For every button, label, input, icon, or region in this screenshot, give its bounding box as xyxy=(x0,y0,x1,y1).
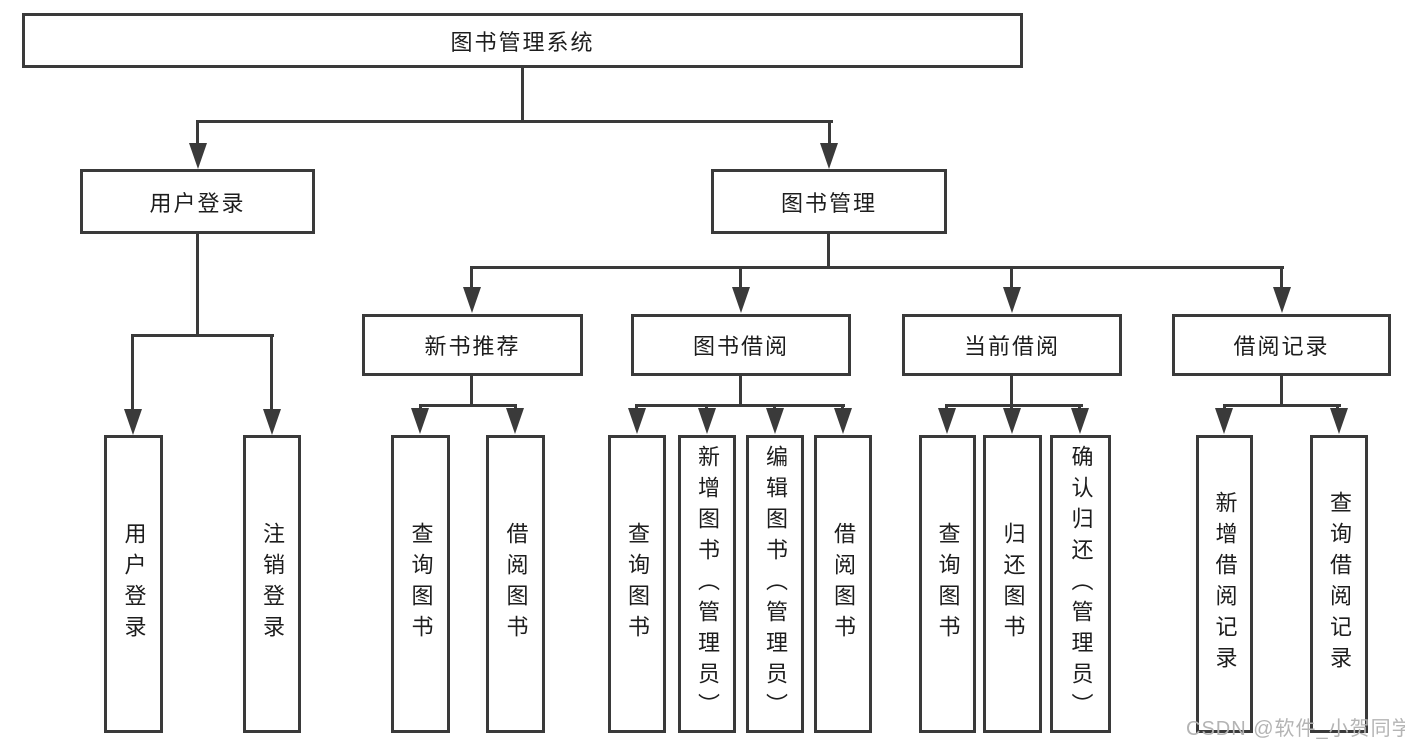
leaf-label: 用户登录 xyxy=(121,522,147,646)
node-current-borrow: 当前借阅 xyxy=(902,314,1122,376)
connector-arrow xyxy=(463,287,481,313)
leaf-query-books-current: 查询图书 xyxy=(919,435,976,733)
connector-line xyxy=(196,120,199,148)
connector-arrow xyxy=(1273,287,1291,313)
connector-arrow xyxy=(1330,408,1348,434)
leaf-query-books-borrow: 查询图书 xyxy=(608,435,666,733)
leaf-label: 查询图书 xyxy=(625,522,650,646)
node-label: 当前借阅 xyxy=(963,334,1060,359)
connector-line xyxy=(470,376,473,407)
connector-line xyxy=(1010,266,1013,290)
connector-arrow xyxy=(411,408,429,434)
leaf-query-borrow-record: 查询借阅记录 xyxy=(1310,435,1368,733)
connector-line xyxy=(470,266,1284,269)
connector-line xyxy=(739,376,742,407)
leaf-edit-books-admin: 编辑图书（管理员） xyxy=(746,435,804,733)
connector-line xyxy=(1010,376,1013,407)
connector-arrow xyxy=(124,409,142,435)
leaf-label: 新增借阅记录 xyxy=(1212,491,1238,677)
connector-arrow xyxy=(1003,408,1021,434)
node-label: 用户登录 xyxy=(149,190,246,216)
connector-line xyxy=(1280,376,1283,407)
leaf-label: 确认归还（管理员） xyxy=(1068,444,1094,724)
connector-arrow xyxy=(938,408,956,434)
node-user-login: 用户登录 xyxy=(80,169,315,234)
node-book-management: 图书管理 xyxy=(711,169,947,234)
leaf-label: 借阅图书 xyxy=(503,522,529,646)
leaf-borrow-books-recommend: 借阅图书 xyxy=(486,435,545,733)
leaf-add-books-admin: 新增图书（管理员） xyxy=(678,435,736,733)
connector-arrow xyxy=(263,409,281,435)
node-label: 图书借阅 xyxy=(692,334,789,359)
connector-line xyxy=(197,120,833,123)
connector-arrow xyxy=(1215,408,1233,434)
leaf-label: 归还图书 xyxy=(1000,522,1026,646)
leaf-borrow-books: 借阅图书 xyxy=(814,435,872,733)
node-book-borrow: 图书借阅 xyxy=(631,314,851,376)
leaf-logout: 注销登录 xyxy=(243,435,301,733)
leaf-query-books-recommend: 查询图书 xyxy=(391,435,450,733)
connector-arrow xyxy=(506,408,524,434)
leaf-label: 编辑图书（管理员） xyxy=(763,444,788,724)
leaf-label: 借阅图书 xyxy=(831,522,856,646)
connector-arrow xyxy=(1071,408,1089,434)
connector-line xyxy=(739,266,742,290)
node-new-book-recommend: 新书推荐 xyxy=(362,314,583,376)
connector-line xyxy=(470,266,473,290)
csdn-watermark: CSDN @软件_小贺同学 xyxy=(1186,718,1405,740)
leaf-label: 查询图书 xyxy=(935,522,961,646)
node-borrow-record: 借阅记录 xyxy=(1172,314,1391,376)
leaf-return-books: 归还图书 xyxy=(983,435,1042,733)
connector-line xyxy=(945,404,1083,407)
leaf-label: 注销登录 xyxy=(260,522,285,646)
connector-arrow xyxy=(1003,287,1021,313)
connector-arrow xyxy=(732,287,750,313)
node-label: 新书推荐 xyxy=(424,334,521,359)
connector-line xyxy=(131,334,134,414)
node-label: 借阅记录 xyxy=(1233,334,1330,359)
node-label: 图书管理系统 xyxy=(450,29,595,55)
connector-arrow xyxy=(628,408,646,434)
connector-line xyxy=(1223,404,1341,407)
leaf-add-borrow-record: 新增借阅记录 xyxy=(1196,435,1253,733)
connector-line xyxy=(270,334,273,414)
connector-line xyxy=(419,404,517,407)
connector-arrow xyxy=(698,408,716,434)
leaf-label: 查询借阅记录 xyxy=(1327,491,1352,677)
connector-arrow xyxy=(766,408,784,434)
leaf-user-login: 用户登录 xyxy=(104,435,163,733)
leaf-label: 新增图书（管理员） xyxy=(695,444,720,724)
connector-line xyxy=(131,334,274,337)
leaf-label: 查询图书 xyxy=(408,522,434,646)
node-label: 图书管理 xyxy=(780,190,877,216)
connector-line xyxy=(635,404,845,407)
connector-arrow xyxy=(820,143,838,169)
connector-line xyxy=(1280,266,1283,290)
connector-arrow xyxy=(834,408,852,434)
connector-arrow xyxy=(189,143,207,169)
leaf-confirm-return-admin: 确认归还（管理员） xyxy=(1050,435,1111,733)
connector-line xyxy=(521,68,524,123)
node-library-management-system: 图书管理系统 xyxy=(22,13,1023,68)
connector-line xyxy=(196,234,199,337)
connector-line xyxy=(827,234,830,269)
connector-line xyxy=(828,120,831,148)
